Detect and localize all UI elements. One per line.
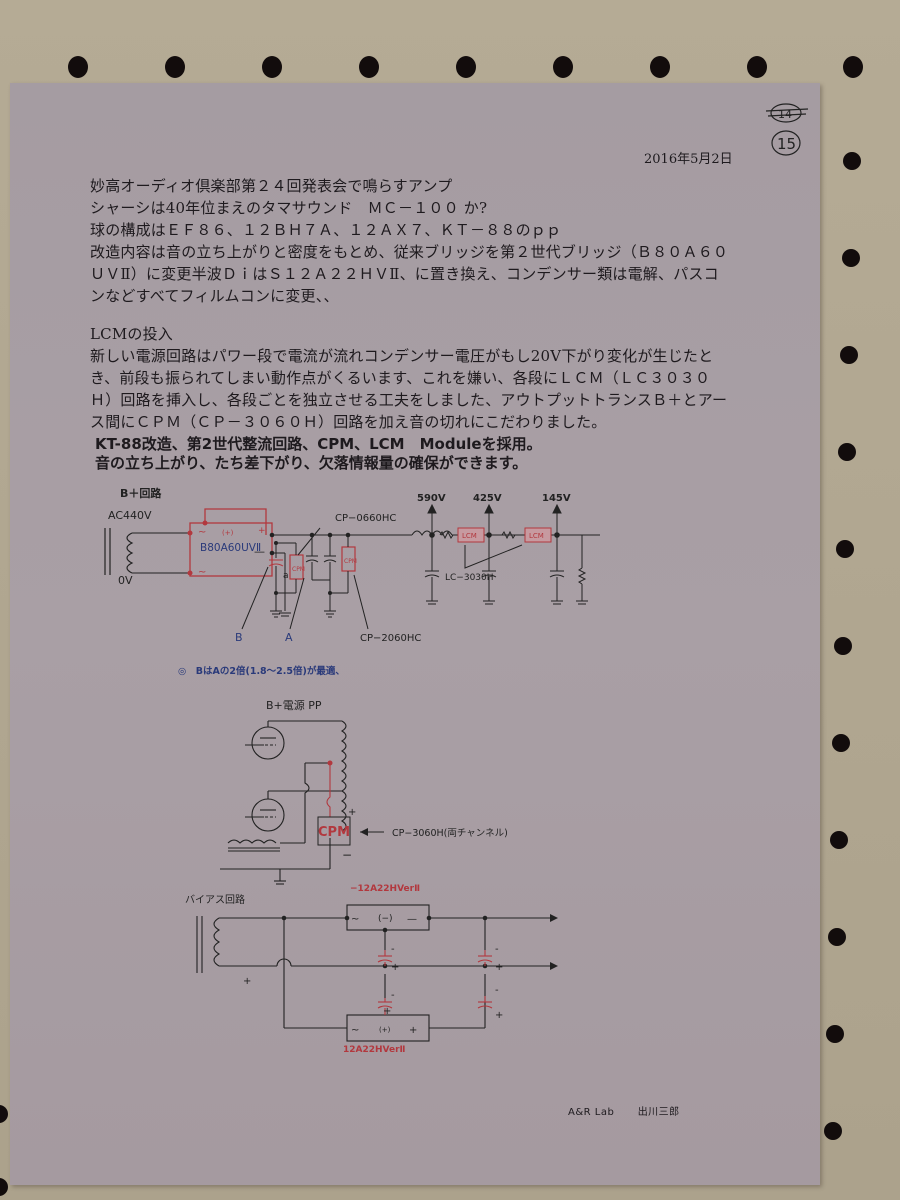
svg-text:+: + bbox=[495, 1010, 503, 1021]
footer-org: A&R Lab bbox=[568, 1107, 615, 1118]
svg-text:145V: 145V bbox=[542, 493, 571, 504]
svg-text:—: — bbox=[254, 545, 265, 558]
summary-line: KT-88改造、第2世代整流回路、CPM、LCM Moduleを採用。 bbox=[95, 435, 542, 453]
pegboard-hole bbox=[843, 152, 861, 170]
pegboard-hole bbox=[838, 443, 856, 461]
pegboard-hole bbox=[832, 734, 850, 752]
svg-text:+: + bbox=[243, 976, 251, 987]
bias-circuit-diagram: バイアス回路 −12A22HVerⅡ 12A22HVerⅡ bbox=[185, 884, 558, 1055]
svg-text:CP−0660HC: CP−0660HC bbox=[335, 513, 396, 524]
intro-line: 妙高オーディオ倶楽部第２４回発表会で鳴らすアンプ bbox=[90, 177, 453, 195]
svg-text:+: + bbox=[391, 962, 399, 973]
svg-text:B: B bbox=[235, 631, 243, 644]
pegboard-hole bbox=[834, 637, 852, 655]
pegboard-hole bbox=[68, 56, 88, 78]
intro-line: ＵＶⅡ）に変更半波ＤｉはＳ１２Ａ２２ＨＶⅡ、に置き換え、コンデンサー類は電解、パ… bbox=[90, 265, 719, 283]
svg-text:B＋回路: B＋回路 bbox=[120, 486, 162, 500]
svg-text:a: a bbox=[283, 571, 289, 581]
diagram-note: ◎ BはAの2倍(1.8〜2.5倍)が最適、 bbox=[178, 666, 345, 677]
svg-text:CPM: CPM bbox=[292, 566, 305, 573]
document-footer: A&R Lab 出川三郎 bbox=[568, 1103, 680, 1118]
svg-text:CP−2060HC: CP−2060HC bbox=[360, 633, 421, 644]
pegboard-hole bbox=[0, 1105, 8, 1123]
svg-text:~: ~ bbox=[351, 914, 359, 925]
svg-text:(−): (−) bbox=[378, 914, 393, 924]
svg-text:14: 14 bbox=[778, 108, 792, 121]
svg-text:-: - bbox=[495, 985, 499, 996]
pegboard-hole bbox=[824, 1122, 842, 1140]
lcm-paragraph-line: ス間にＣＰＭ（ＣＰ－３０６０Ｈ）回路を加え音の切れにこだわりました。 bbox=[90, 413, 607, 431]
svg-text:CPM: CPM bbox=[344, 558, 357, 565]
document-date: 2016年5月2日 bbox=[644, 152, 733, 167]
svg-text:バイアス回路: バイアス回路 bbox=[185, 893, 245, 906]
svg-text:15: 15 bbox=[777, 135, 796, 153]
pegboard-hole bbox=[840, 346, 858, 364]
svg-text:B80A60UVⅡ: B80A60UVⅡ bbox=[200, 542, 261, 554]
svg-text:-: - bbox=[495, 944, 499, 955]
pegboard-hole bbox=[828, 928, 846, 946]
intro-line: ンなどすべてフィルムコンに変更、、 bbox=[90, 287, 339, 305]
lcm-paragraph-line: Ｈ）回路を挿入し、各段ごとを独立させる工夫をしました、アウトプットトランスＢ＋と… bbox=[90, 391, 728, 409]
svg-text:−12A22HVerⅡ: −12A22HVerⅡ bbox=[350, 884, 420, 894]
pegboard-hole bbox=[830, 831, 848, 849]
pp-power-circuit-diagram: B+電源 PP CPM + − CP−3060H(両チャンネル) bbox=[220, 698, 508, 885]
pegboard-hole bbox=[165, 56, 185, 78]
svg-text:~: ~ bbox=[198, 567, 206, 578]
document-sheet: 14 15 2016年5月2日 妙高オーディオ倶楽部第２４回発表会で鳴らすアンプ… bbox=[10, 83, 820, 1185]
footer-author: 出川三郎 bbox=[637, 1107, 680, 1118]
svg-text:~: ~ bbox=[198, 527, 206, 538]
svg-text:—: — bbox=[407, 914, 417, 925]
intro-line: 改造内容は音の立ち上がりと密度をもとめ、従来ブリッジを第２世代ブリッジ（Ｂ８０Ａ… bbox=[90, 243, 729, 261]
intro-line: シャーシは40年位まえのタマサウンド ＭＣ－１００ か? bbox=[90, 199, 488, 217]
pegboard-hole bbox=[359, 56, 379, 78]
svg-text:~: ~ bbox=[351, 1025, 359, 1036]
svg-text:+: + bbox=[495, 962, 503, 973]
svg-text:CP−3060H(両チャンネル): CP−3060H(両チャンネル) bbox=[392, 828, 508, 839]
lcm-paragraph-line: き、前段も振られてしまい動作点がくるいます、これを嫌い、各段にＬＣＭ（ＬＣ３０３… bbox=[90, 369, 711, 387]
svg-text:12A22HVerⅡ: 12A22HVerⅡ bbox=[343, 1045, 406, 1055]
svg-text:LCM: LCM bbox=[462, 532, 477, 540]
svg-text:−: − bbox=[342, 848, 352, 862]
svg-text:B+電源 PP: B+電源 PP bbox=[266, 698, 322, 712]
pegboard-hole bbox=[836, 540, 854, 558]
svg-text:+: + bbox=[348, 807, 356, 818]
pegboard-hole bbox=[650, 56, 670, 78]
svg-text:0V: 0V bbox=[118, 574, 133, 587]
section-heading-lcm: LCMの投入 bbox=[90, 325, 173, 343]
pegboard-hole bbox=[826, 1025, 844, 1043]
pegboard-hole bbox=[553, 56, 573, 78]
svg-text:+: + bbox=[258, 526, 266, 536]
svg-text:LCM: LCM bbox=[529, 532, 544, 540]
svg-text:+: + bbox=[409, 1025, 417, 1036]
pegboard-hole bbox=[0, 1178, 8, 1196]
pegboard-hole bbox=[747, 56, 767, 78]
svg-text:+: + bbox=[383, 1006, 391, 1017]
pegboard-hole bbox=[456, 56, 476, 78]
svg-text:AC440V: AC440V bbox=[108, 509, 152, 522]
svg-text:-: - bbox=[391, 944, 395, 955]
handwritten-page-number: 14 15 bbox=[765, 103, 809, 156]
bplus-circuit-diagram: B＋回路 AC440V 0V ~ ~ (+) + — B80A60UVⅡ bbox=[104, 486, 600, 644]
summary-line: 音の立ち上がり、たち差下がり、欠落情報量の確保ができます。 bbox=[95, 454, 528, 472]
svg-text:(+): (+) bbox=[222, 529, 234, 537]
pegboard-hole bbox=[843, 56, 863, 78]
svg-text:425V: 425V bbox=[473, 493, 502, 504]
intro-line: 球の構成はＥＦ８６、１２ＢＨ７Ａ、１２ＡＸ７、ＫＴ－８８のｐｐ bbox=[90, 221, 562, 239]
svg-text:-: - bbox=[391, 990, 395, 1001]
svg-text:CPM: CPM bbox=[318, 825, 350, 840]
svg-text:LC−3030H: LC−3030H bbox=[445, 573, 494, 583]
svg-text:(+): (+) bbox=[379, 1026, 391, 1034]
pegboard-hole bbox=[262, 56, 282, 78]
svg-text:A: A bbox=[285, 631, 293, 644]
svg-text:590V: 590V bbox=[417, 493, 446, 504]
pegboard-hole bbox=[842, 249, 860, 267]
lcm-paragraph-line: 新しい電源回路はパワー段で電流が流れコンデンサー電圧がもし20V下がり変化が生じ… bbox=[90, 347, 714, 365]
